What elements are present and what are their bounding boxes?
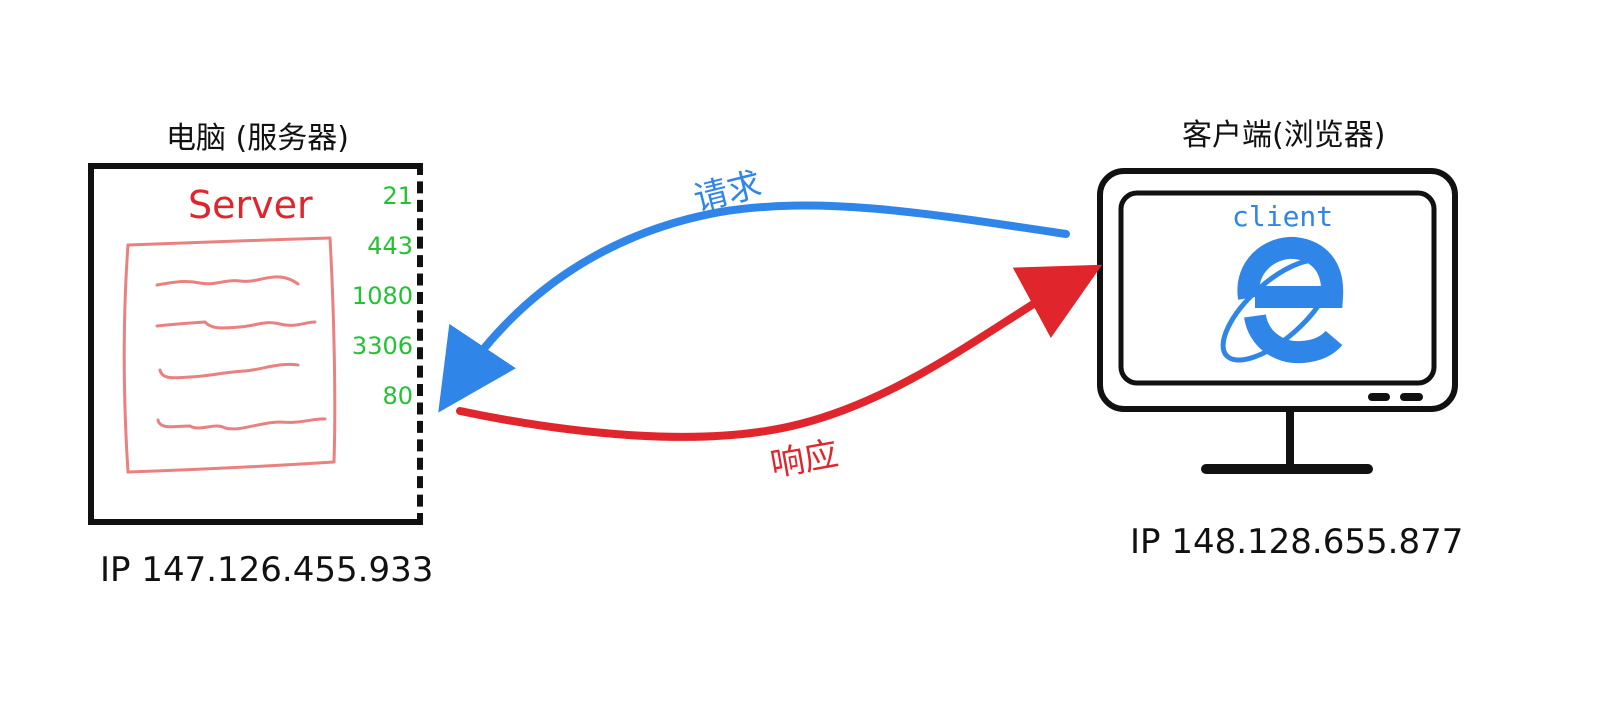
document-left-edge — [122, 243, 130, 474]
client-title: 客户端(浏览器) — [1182, 118, 1386, 153]
document-right-edge — [328, 236, 337, 464]
server-label: Server — [188, 183, 313, 227]
server-port-edge — [417, 163, 423, 525]
server-ip: IP 147.126.455.933 — [100, 550, 434, 590]
port-label: 21 — [382, 182, 413, 210]
request-arrow — [438, 201, 1070, 413]
client-label: client — [1232, 200, 1334, 233]
server-title: 电脑 (服务器) — [166, 121, 349, 156]
document-bottom-edge — [126, 460, 336, 474]
port-label: 3306 — [351, 332, 413, 360]
client-ip: IP 148.128.655.877 — [1130, 522, 1464, 562]
monitor-screen — [1118, 190, 1437, 386]
internet-explorer-icon — [1220, 236, 1344, 364]
port-label: 1080 — [351, 282, 413, 310]
document-line — [158, 362, 300, 380]
document-sketch — [122, 236, 337, 474]
server-box — [88, 163, 418, 525]
response-arrow — [456, 264, 1103, 441]
document-top-edge — [126, 236, 332, 247]
port-label: 443 — [367, 232, 413, 260]
document-line — [155, 320, 317, 330]
port-label: 80 — [382, 382, 413, 410]
document-line — [155, 275, 300, 287]
document-line — [156, 417, 327, 431]
monitor-icon — [1097, 168, 1458, 474]
